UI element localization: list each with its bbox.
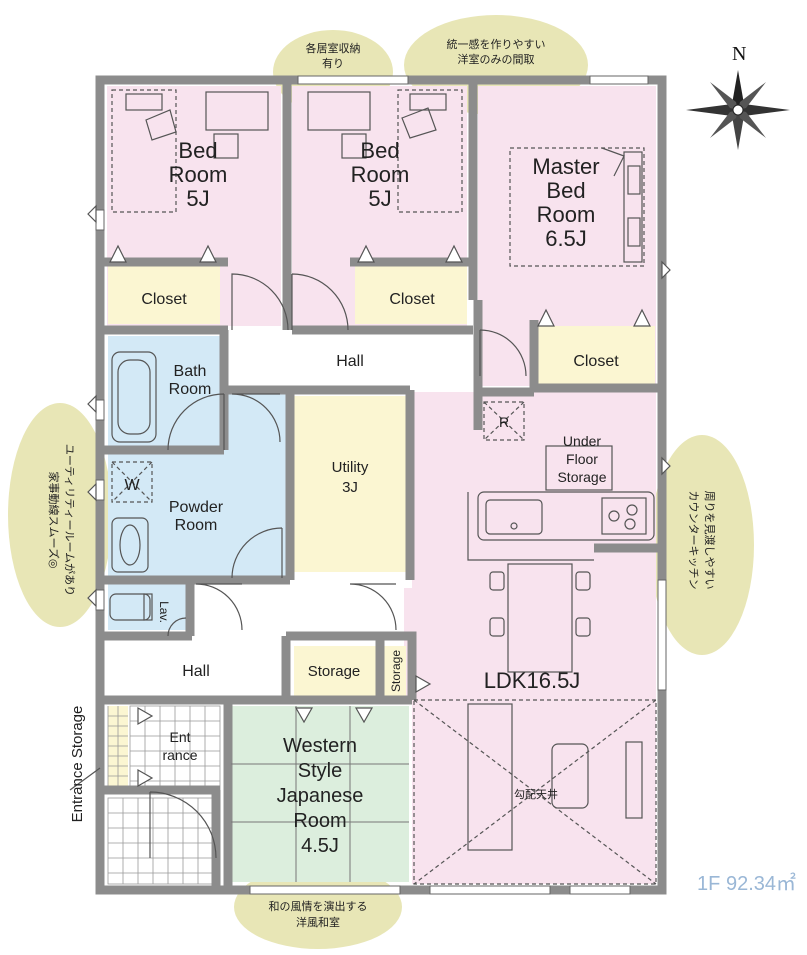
- hall-upper-label: Hall: [336, 353, 364, 370]
- western-japanese-room-size: 4.5J: [301, 835, 339, 857]
- bed-room-2-line2: Room: [351, 162, 410, 187]
- furniture: [69, 89, 657, 885]
- under-floor-storage-line1: Under: [563, 433, 601, 449]
- bath-room-line1: Bath: [174, 363, 207, 380]
- bed-room-1-size: 5J: [186, 186, 209, 211]
- western-japanese-room-line1: Western: [283, 735, 357, 757]
- under-floor-storage-line2: Floor: [566, 451, 598, 467]
- utility-size: 3J: [342, 479, 358, 496]
- washer-label: W: [124, 477, 140, 494]
- note-bottom-line2: 洋風和室: [296, 915, 340, 929]
- bed-room-1-line2: Room: [169, 162, 228, 187]
- hall-lower-label: Hall: [182, 663, 210, 680]
- entrance-line1: Ent: [169, 729, 190, 745]
- note-top-2-line2: 洋室のみの間取: [458, 52, 535, 66]
- note-right-line2: カウンターキッチン: [687, 491, 700, 590]
- room-labels: Bed Room 5J Bed Room 5J Master Bed Room …: [69, 138, 619, 857]
- fridge-label: R: [499, 414, 509, 430]
- note-left-line2: 家事動線スムーズ◎: [47, 471, 61, 568]
- note-bottom-line1: 和の風情を演出する: [269, 899, 368, 913]
- note-right-line1: 周りを見渡しやすい: [703, 491, 717, 590]
- bed-room-1-line1: Bed: [178, 138, 217, 163]
- bed-room-2-line1: Bed: [360, 138, 399, 163]
- western-japanese-room-line3: Japanese: [277, 785, 364, 807]
- note-top-1-line1: 各居室収納: [306, 41, 361, 55]
- ldk-label: LDK16.5J: [484, 668, 581, 693]
- doors: [149, 273, 527, 859]
- closet-1-label: Closet: [141, 291, 187, 308]
- note-top-2-line1: 統一感を作りやすい: [447, 37, 546, 51]
- note-left-line1: ユーティリティールームがあり: [63, 444, 77, 596]
- floor-area-label: 1F 92.34㎡: [697, 871, 796, 895]
- note-texts: 各居室収納 有り 統一感を作りやすい 洋室のみの間取 和の風情を演出する 洋風和…: [47, 37, 717, 929]
- closet-markers: [87, 204, 671, 788]
- entrance-storage-label: Entrance Storage: [69, 706, 86, 823]
- under-floor-storage-line3: Storage: [557, 469, 606, 485]
- bath-room-line2: Room: [169, 381, 212, 398]
- entrance-line2: rance: [162, 747, 197, 763]
- windows: [95, 75, 667, 895]
- vaulted-ceiling-label: 勾配天井: [514, 787, 558, 801]
- bed-room-2-size: 5J: [368, 186, 391, 211]
- master-bed-room-line1: Master: [532, 154, 599, 179]
- compass: N: [686, 43, 790, 150]
- compass-north-label: N: [732, 43, 746, 65]
- closet-2-label: Closet: [389, 291, 435, 308]
- storage-1-label: Storage: [308, 663, 361, 680]
- room-fills: [107, 86, 656, 884]
- western-japanese-room-line2: Style: [298, 760, 342, 782]
- powder-room-line1: Powder: [169, 499, 224, 516]
- storage-2-label: Storage: [389, 650, 403, 692]
- lav-label: Lav.: [157, 601, 171, 623]
- walls: [95, 75, 667, 895]
- master-bed-room-size: 6.5J: [545, 226, 587, 251]
- utility-line1: Utility: [332, 459, 369, 476]
- closet-3-label: Closet: [573, 353, 619, 370]
- powder-room-line2: Room: [175, 517, 218, 534]
- western-japanese-room-line4: Room: [293, 810, 346, 832]
- note-top-1-line2: 有り: [322, 56, 344, 70]
- master-bed-room-line3: Room: [537, 202, 596, 227]
- master-bed-room-line2: Bed: [546, 178, 585, 203]
